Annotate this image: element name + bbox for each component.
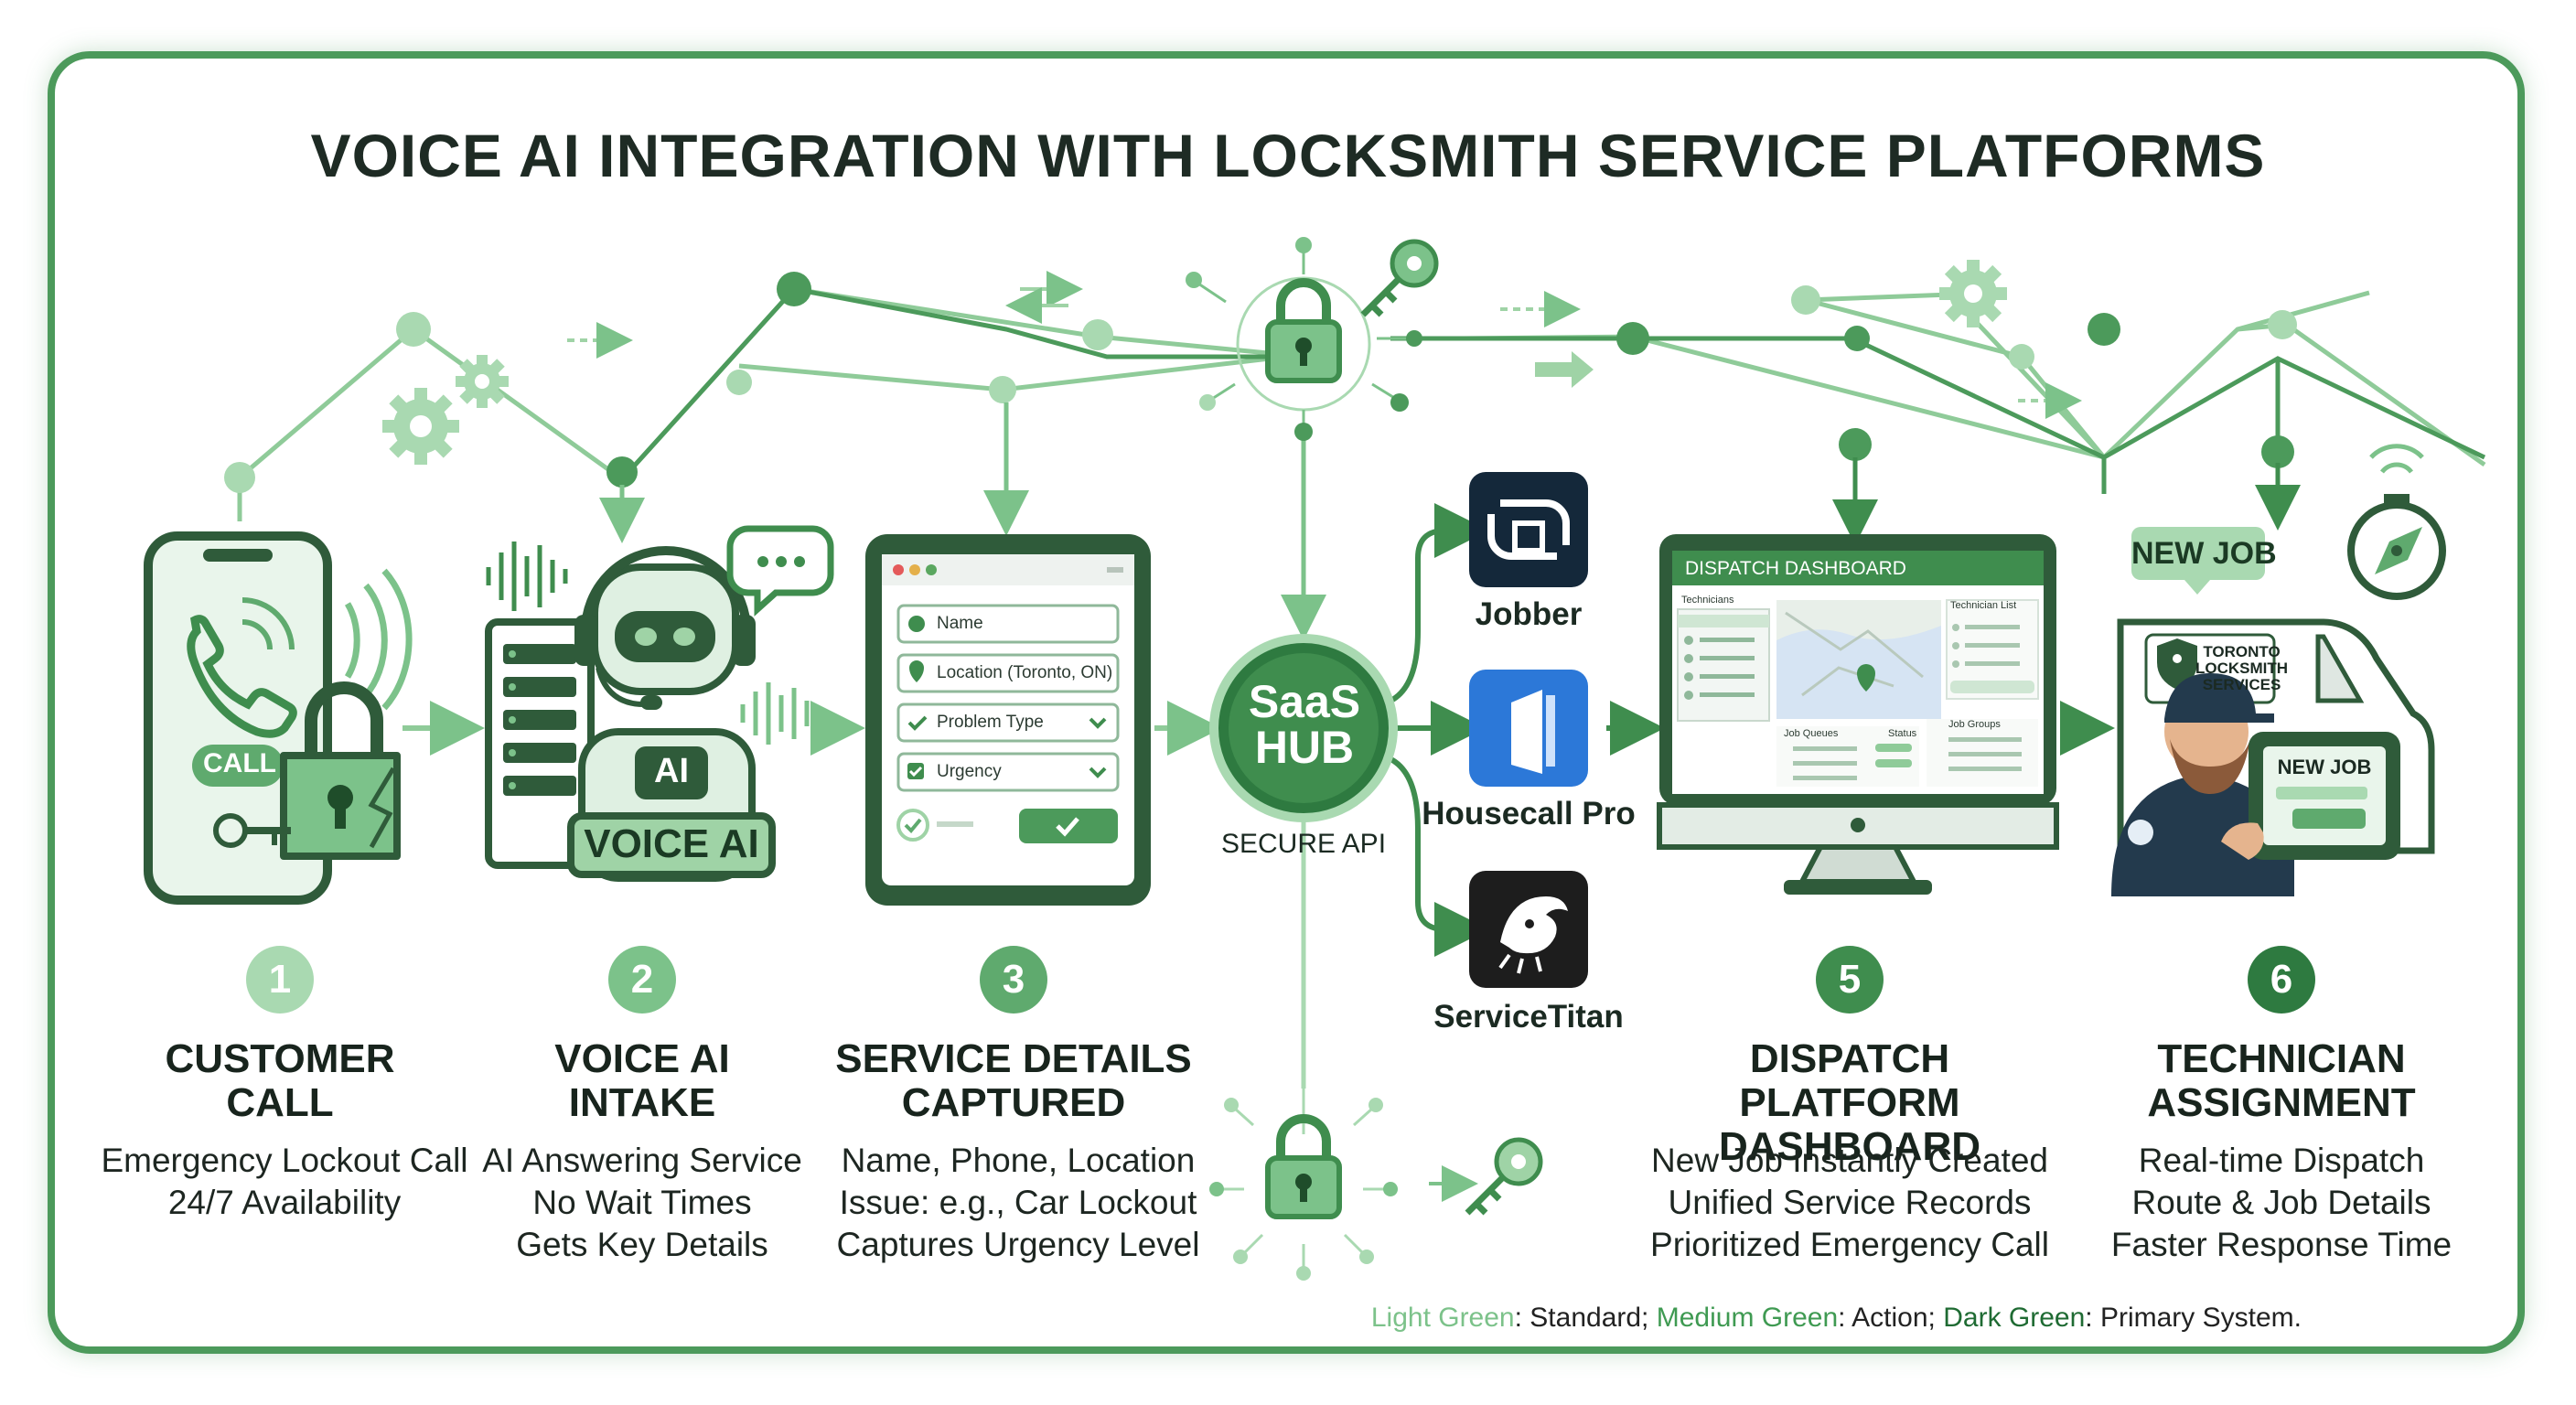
step-title-6: TECHNICIAN ASSIGNMENT (2071, 1037, 2492, 1125)
form-field-problem-type: Problem Type (937, 713, 1044, 732)
form-field-location: Location (Toronto, ON) (937, 663, 1113, 682)
secure-api-caption: SECURE API (1220, 829, 1387, 859)
step-title-6-line2: ASSIGNMENT (2147, 1080, 2416, 1125)
dashboard-header: DISPATCH DASHBOARD (1685, 558, 1906, 579)
hub-branch-arrows (1380, 503, 1489, 957)
network-nodes (224, 272, 2297, 493)
step-title-3: SERVICE DETAILS CAPTURED (803, 1037, 1224, 1125)
new-job-tag: NEW JOB (2131, 536, 2277, 571)
arrow-icon (1535, 351, 1594, 388)
dashboard-job-queues: Job Queues (1784, 728, 1839, 739)
form-field-name: Name (937, 614, 983, 633)
step-title-2-line2: INTAKE (568, 1080, 716, 1125)
bottom-padlock-icon (1209, 1089, 1543, 1281)
step-desc-3-line1: Name, Phone, Location (841, 1142, 1196, 1179)
platform-jobber: Jobber (1475, 596, 1583, 632)
gear-icon (1939, 260, 2007, 327)
step-desc-3-line2: Issue: e.g., Car Lockout (839, 1184, 1197, 1221)
step-title-2: VOICE AI INTAKE (432, 1037, 853, 1125)
step-desc-5-line2: Unified Service Records (1668, 1184, 2032, 1221)
step-title-1-line1: CUSTOMER (165, 1036, 395, 1081)
call-label: CALL (203, 748, 276, 778)
technician-van-illustration (2111, 444, 2446, 896)
dashboard-technician-list: Technician List (1950, 600, 2017, 611)
step-desc-2-line2: No Wait Times (532, 1184, 752, 1221)
step-desc-6-line2: Route & Job Details (2131, 1184, 2431, 1221)
step-number-2: 2 (608, 946, 676, 1014)
gear-icon (456, 355, 509, 408)
dash-arrows (567, 271, 2082, 419)
flow-down-arrows (599, 402, 2301, 1089)
step-number-1: 1 (246, 946, 314, 1014)
step-title-5: DISPATCH PLATFORM DASHBOARD (1639, 1037, 2060, 1169)
top-padlock-icon (1186, 237, 1439, 441)
step-desc-3-line3: Captures Urgency Level (836, 1226, 1200, 1263)
van-logo-line2: LOCKSMITH (2195, 660, 2289, 677)
step-desc-1-line2: 24/7 Availability (167, 1184, 402, 1221)
voice-ai-banner: VOICE AI (584, 821, 759, 866)
ai-badge: AI (654, 752, 689, 790)
van-logo-line3: SERVICES (2202, 676, 2281, 693)
hub-label-line1: SaaS (1248, 676, 1361, 727)
saas-hub-icon (1209, 634, 1398, 822)
form-field-urgency: Urgency (937, 762, 1002, 781)
step-title-1-line2: CALL (226, 1080, 334, 1125)
step-title-3-line1: SERVICE DETAILS (835, 1036, 1192, 1081)
dashboard-technicians: Technicians (1681, 595, 1734, 606)
step-number-3: 3 (980, 946, 1047, 1014)
step-desc-1: Emergency Lockout Call 24/7 Availability (70, 1140, 499, 1224)
phone-illustration (144, 531, 413, 905)
legend-light-desc: : Standard; (1514, 1303, 1657, 1333)
step-desc-2: AI Answering Service No Wait Times Gets … (427, 1140, 857, 1266)
step-title-2-line1: VOICE AI (554, 1036, 730, 1081)
page-title: VOICE AI INTEGRATION WITH LOCKSMITH SERV… (310, 122, 2266, 189)
step-desc-2-line3: Gets Key Details (516, 1226, 768, 1263)
step-desc-6-line3: Faster Response Time (2110, 1226, 2453, 1263)
dashboard-job-groups: Job Groups (1948, 719, 2001, 730)
step-desc-3: Name, Phone, Location Issue: e.g., Car L… (803, 1140, 1233, 1266)
gear-icon (382, 388, 459, 465)
legend-dark-desc: : Primary System. (2085, 1303, 2302, 1333)
tablet-new-job-label: NEW JOB (2277, 756, 2372, 778)
dashboard-status: Status (1888, 728, 1917, 739)
legend-light-label: Light Green (1370, 1303, 1515, 1333)
housecall-pro-logo-icon (1469, 670, 1588, 787)
hub-label-line2: HUB (1254, 722, 1355, 773)
legend-medium-label: Medium Green (1656, 1303, 1839, 1333)
color-legend: Light Green: Standard; Medium Green: Act… (1371, 1303, 2302, 1334)
service-form-tablet-illustration (865, 534, 1151, 906)
step-title-3-line2: CAPTURED (901, 1080, 1126, 1125)
hub-label: SaaS HUB (1218, 679, 1390, 770)
servicetitan-logo-icon (1469, 871, 1588, 988)
voice-ai-robot-illustration (485, 525, 834, 882)
step-desc-5-line1: New Job Instantly Created (1651, 1142, 2048, 1179)
network-lines-dark (620, 286, 2486, 494)
dispatch-monitor-illustration (1657, 534, 2059, 895)
platform-servicetitan: ServiceTitan (1433, 999, 1624, 1035)
legend-medium-desc: : Action; (1838, 1303, 1944, 1333)
network-lines (237, 286, 2486, 521)
step-number-6: 6 (2248, 946, 2315, 1014)
van-logo-line1: TORONTO (2203, 643, 2281, 660)
step-desc-5: New Job Instantly Created Unified Servic… (1635, 1140, 2065, 1266)
step-desc-5-line3: Prioritized Emergency Call (1650, 1226, 2049, 1263)
step-title-1: CUSTOMER CALL (70, 1037, 490, 1125)
step-desc-2-line1: AI Answering Service (482, 1142, 802, 1179)
van-logo-text: TORONTO LOCKSMITH SERVICES (2195, 644, 2288, 693)
step-title-6-line1: TECHNICIAN (2157, 1036, 2406, 1081)
jobber-logo-icon (1469, 472, 1588, 587)
step-desc-6-line1: Real-time Dispatch (2138, 1142, 2425, 1179)
step-number-5: 5 (1816, 946, 1884, 1014)
platform-housecall-pro: Housecall Pro (1422, 796, 1636, 831)
legend-dark-label: Dark Green (1943, 1303, 2086, 1333)
step-title-5-line1: DISPATCH PLATFORM (1739, 1036, 1960, 1125)
step-desc-6: Real-time Dispatch Route & Job Details F… (2066, 1140, 2496, 1266)
step-title-5-line2: DASHBOARD (1719, 1124, 1980, 1169)
step-desc-1-line1: Emergency Lockout Call (101, 1142, 468, 1179)
